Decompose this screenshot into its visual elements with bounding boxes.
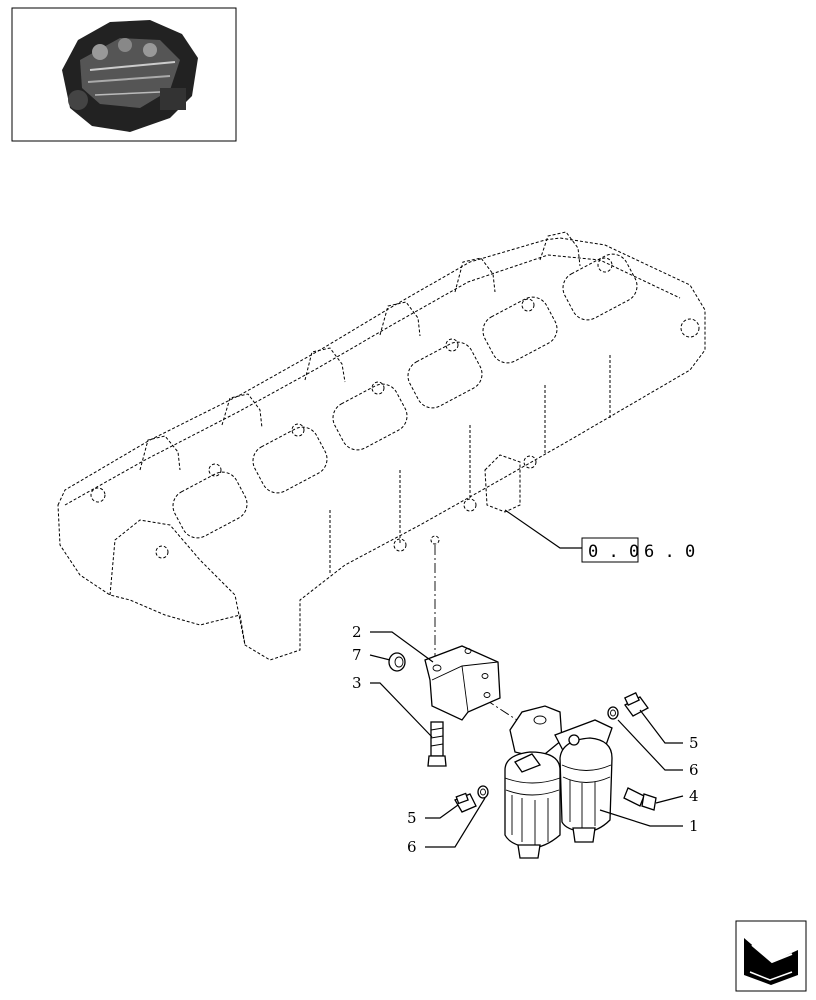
- fuel-filter-assembly: [504, 705, 613, 859]
- engine-thumbnail: [11, 7, 237, 142]
- callout-6-upper: 6: [689, 761, 699, 779]
- fitting-upper: [624, 691, 649, 717]
- previous-page-arrow-icon[interactable]: [735, 920, 807, 992]
- engine-thumbnail-icon: [62, 20, 198, 132]
- reference-leader: 0 . 0 6 . 0: [504, 509, 695, 563]
- mounting-bracket: [424, 645, 501, 721]
- callout-5-upper: 5: [689, 734, 699, 752]
- fitting-lower: [454, 792, 477, 813]
- reference-boxed: 0 . 0: [588, 542, 639, 562]
- banjo-bolt: [623, 787, 657, 811]
- callout-5-lower: 5: [407, 809, 417, 827]
- cylinder-head-outline: [57, 231, 706, 661]
- bolt: [427, 721, 447, 767]
- callout-1: 1: [689, 817, 699, 835]
- callout-6-lower: 6: [407, 838, 417, 856]
- nut: [388, 652, 406, 672]
- callout-4: 4: [689, 787, 699, 805]
- callout-2: 2: [352, 623, 362, 641]
- washer-upper: [607, 706, 619, 720]
- washer-lower: [477, 785, 489, 799]
- callout-leaders: [369, 631, 684, 848]
- reference-suffix: 6 . 0: [644, 542, 695, 562]
- callout-3: 3: [352, 674, 362, 692]
- callout-7: 7: [352, 646, 362, 664]
- assembly-axis-diagonal: [439, 669, 521, 723]
